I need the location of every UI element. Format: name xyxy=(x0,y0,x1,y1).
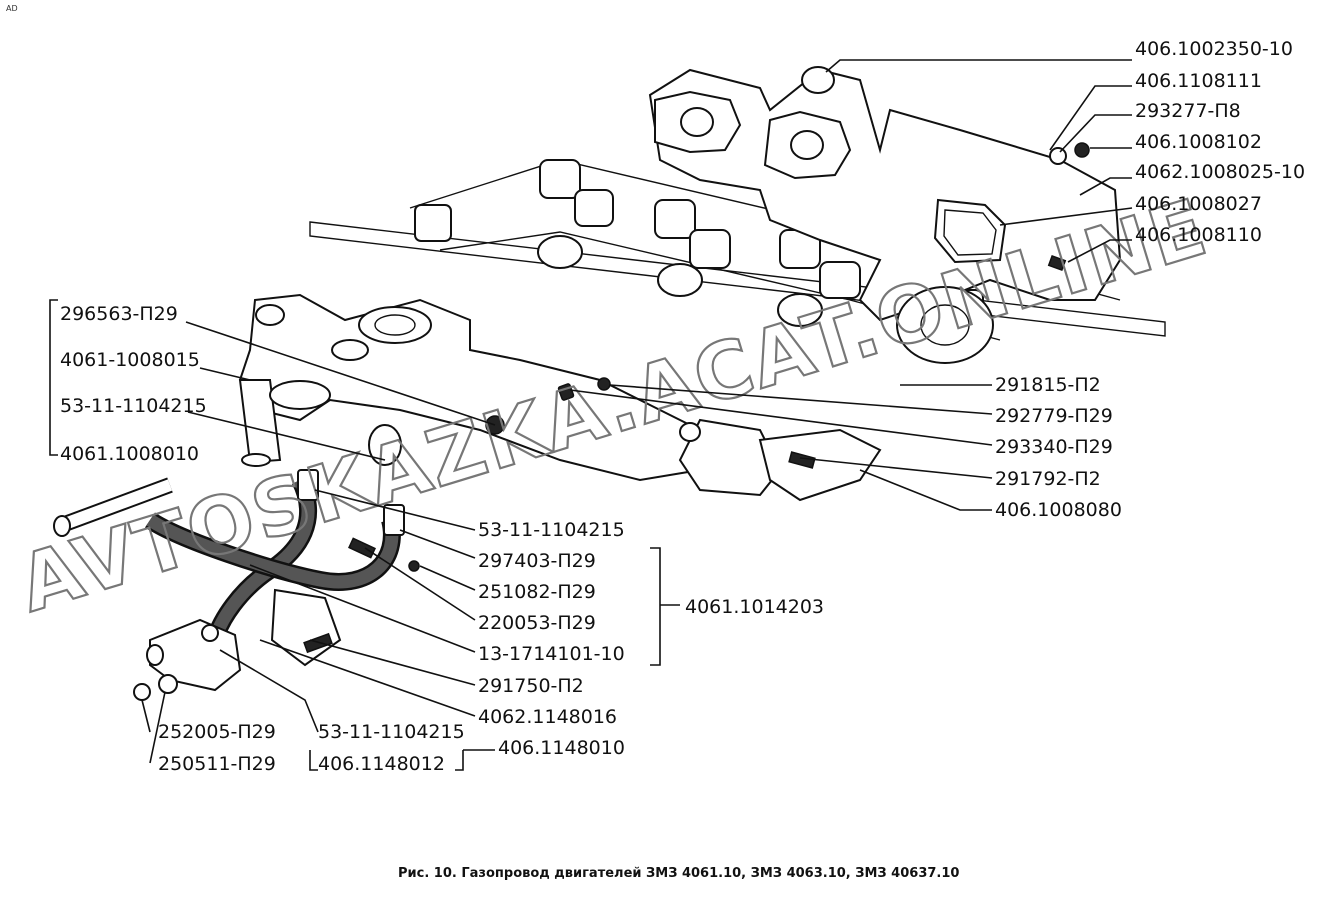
label-4062-1008025-10: 4062.1008025-10 xyxy=(1135,161,1305,183)
leader-lines xyxy=(49,59,1133,771)
label-250511-p29: 250511-П29 xyxy=(158,753,276,775)
label-291815-p2: 291815-П2 xyxy=(995,374,1101,396)
label-4061-1008010: 4061.1008010 xyxy=(60,443,199,465)
label-4062-1148016: 4062.1148016 xyxy=(478,706,617,728)
label-220053-p29: 220053-П29 xyxy=(478,612,596,634)
label-4061-1008015: 4061-1008015 xyxy=(60,349,200,371)
label-291792-p2: 291792-П2 xyxy=(995,468,1101,490)
label-297403-p29: 297403-П29 xyxy=(478,550,596,572)
label-406-1008080: 406.1008080 xyxy=(995,499,1122,521)
label-296563-p29: 296563-П29 xyxy=(60,303,178,325)
label-406-1008027: 406.1008027 xyxy=(1135,193,1262,215)
label-293340-p29: 293340-П29 xyxy=(995,436,1113,458)
label-292779-p29: 292779-П29 xyxy=(995,405,1113,427)
label-251082-p29: 251082-П29 xyxy=(478,581,596,603)
label-53-11-1104215-mid: 53-11-1104215 xyxy=(478,519,625,541)
label-406-1008102: 406.1008102 xyxy=(1135,131,1262,153)
label-406-1148010: 406.1148010 xyxy=(498,737,625,759)
label-13-1714101-10: 13-1714101-10 xyxy=(478,643,625,665)
heater-pipes-drawing xyxy=(53,469,420,701)
intake-pipe-drawing xyxy=(238,293,882,502)
label-293277-p8: 293277-П8 xyxy=(1135,100,1241,122)
exhaust-manifold-drawing xyxy=(648,66,1122,364)
label-406-1002350-10: 406.1002350-10 xyxy=(1135,38,1293,60)
label-4061-1014203: 4061.1014203 xyxy=(685,596,824,618)
label-406-1108111: 406.1108111 xyxy=(1135,70,1262,92)
label-53-11-1104215-bottom: 53-11-1104215 xyxy=(318,721,465,743)
label-53-11-1104215-left: 53-11-1104215 xyxy=(60,395,207,417)
label-406-1148012: 406.1148012 xyxy=(318,753,445,775)
corner-mark: AD xyxy=(6,4,18,13)
label-406-1008110: 406.1008110 xyxy=(1135,224,1262,246)
label-252005-p29: 252005-П29 xyxy=(158,721,276,743)
label-291750-p2: 291750-П2 xyxy=(478,675,584,697)
figure-caption: Рис. 10. Газопровод двигателей ЗМЗ 4061.… xyxy=(398,866,959,881)
part-labels: 406.1002350-10 406.1108111 293277-П8 406… xyxy=(60,38,1305,775)
